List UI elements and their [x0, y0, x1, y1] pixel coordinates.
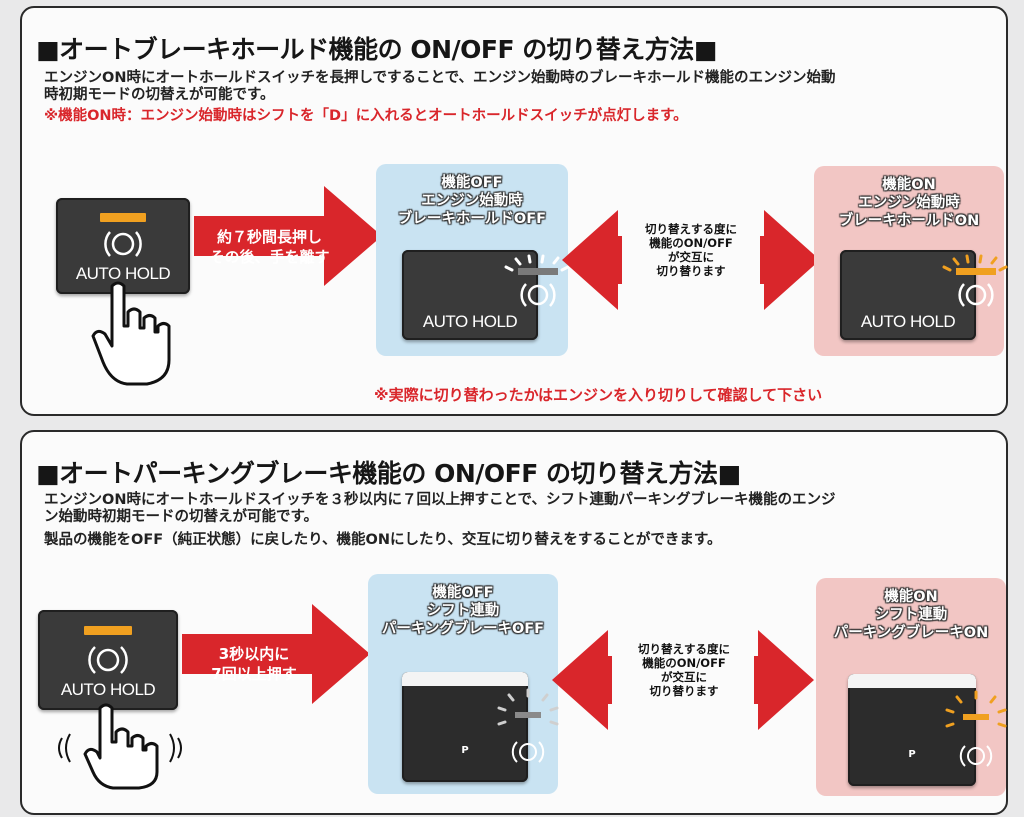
- toggle-line: 切り替えする度に: [645, 222, 737, 236]
- toggle-line: が交互に: [668, 250, 714, 264]
- toggle-line: が交互に: [661, 670, 707, 684]
- arrow-instruction: 3秒以内に 7回以上押す: [194, 644, 314, 684]
- state-line: 機能OFF: [441, 175, 503, 191]
- function-on-state: 機能ON エンジン始動時 ブレーキホールドON AUTO HOLD: [814, 166, 1008, 356]
- parking-symbol: P: [461, 745, 469, 756]
- toggle-line: 機能のON/OFF: [649, 236, 733, 250]
- pressing-hand-icon: [91, 281, 171, 386]
- state-line: シフト連動: [874, 607, 948, 623]
- function-on-state: 機能ON シフト連動 パーキングブレーキON P: [816, 578, 1007, 796]
- switch-top-trim: [848, 674, 976, 688]
- state-line: 機能ON: [884, 589, 938, 605]
- description-line: ン始動時初期モードの切替えが可能です。: [44, 509, 319, 525]
- state-line: パーキングブレーキON: [833, 625, 989, 641]
- toggle-line: 機能のON/OFF: [642, 656, 726, 670]
- auto-parking-brake-section: ■オートパーキングブレーキ機能の ON/OFF の切り替え方法■ エンジンON時…: [20, 430, 1008, 815]
- description-line: エンジンON時にオートホールドスイッチを長押しですることで、エンジン始動時のブレ…: [44, 70, 836, 86]
- auto-hold-switch-off: AUTO HOLD: [402, 250, 570, 340]
- section-title: ■オートブレーキホールド機能の ON/OFF の切り替え方法■: [36, 35, 717, 64]
- toggle-double-arrow: [552, 630, 814, 730]
- auto-brake-hold-section: ■オートブレーキホールド機能の ON/OFF の切り替え方法■ エンジンON時に…: [20, 6, 1008, 416]
- auto-hold-switch: AUTO HOLD: [38, 610, 178, 710]
- toggle-double-arrow: [562, 210, 820, 310]
- state-line: エンジン始動時: [421, 193, 523, 209]
- switch-label: AUTO HOLD: [422, 312, 518, 331]
- state-line: パーキングブレーキOFF: [381, 621, 545, 637]
- blinking-lamp-icon: [504, 254, 570, 307]
- switch-label: AUTO HOLD: [60, 680, 156, 699]
- lit-parking-icon: [945, 690, 1007, 767]
- description-line: 製品の機能をOFF（純正状態）に戻したり、機能ONにしたり、交互に切り替えをする…: [44, 532, 722, 548]
- multi-press-arrow: [182, 604, 370, 704]
- switch-label: AUTO HOLD: [860, 312, 956, 331]
- switch-top-trim: [402, 672, 528, 686]
- lit-lamp-icon: [942, 254, 1008, 307]
- note-text: ※機能ON時：エンジン始動時はシフトを「D」に入れるとオートホールドスイッチが点…: [44, 108, 688, 124]
- footnote: ※実際に切り替わったかはエンジンを入り切りして確認して下さい: [374, 386, 823, 404]
- indicator-lamp: [100, 213, 146, 222]
- section-title: ■オートパーキングブレーキ機能の ON/OFF の切り替え方法■: [36, 459, 741, 488]
- arrow-line: 3秒以内に: [218, 645, 290, 663]
- parking-symbol: P: [908, 749, 916, 760]
- toggle-line: 切り替ります: [649, 684, 719, 698]
- function-off-state: 機能OFF シフト連動 パーキングブレーキOFF P: [368, 574, 559, 794]
- indicator-lamp: [84, 626, 132, 635]
- state-line: ブレーキホールドOFF: [397, 211, 547, 227]
- arrow-line: 7回以上押す: [211, 665, 297, 683]
- state-line: シフト連動: [426, 603, 500, 619]
- state-label: 機能OFF シフト連動 パーキングブレーキOFF: [368, 584, 558, 638]
- function-off-state: 機能OFF エンジン始動時 ブレーキホールドOFF AUTO HOLD: [376, 164, 570, 356]
- description-line: 時初期モードの切替えが可能です。: [44, 87, 275, 103]
- state-line: 機能ON: [882, 177, 936, 193]
- state-line: ブレーキホールドON: [838, 213, 980, 229]
- state-line: 機能OFF: [432, 585, 494, 601]
- brake-hold-icon: [104, 231, 142, 257]
- parking-brake-switch-on: P: [848, 674, 1007, 786]
- blinking-parking-icon: [497, 688, 559, 763]
- arrow-line: 約７秒間長押し: [216, 228, 322, 246]
- brake-hold-icon: [88, 646, 128, 674]
- description-line: エンジンON時にオートホールドスイッチを３秒以内に７回以上押すことで、シフト連動…: [44, 492, 836, 508]
- parking-brake-switch-off: P: [402, 672, 559, 782]
- state-label: 機能ON シフト連動 パーキングブレーキON: [816, 588, 1006, 642]
- auto-hold-switch-on: AUTO HOLD: [840, 250, 1008, 340]
- arrow-instruction: 約７秒間長押し その後、手を離す: [202, 227, 337, 267]
- toggle-description: 切り替えする度に 機能のON/OFF が交互に 切り替ります: [614, 642, 754, 698]
- auto-hold-switch: AUTO HOLD: [56, 198, 190, 294]
- switch-label: AUTO HOLD: [75, 264, 171, 283]
- tapping-hand-icon: [58, 703, 182, 790]
- long-press-arrow: [194, 186, 382, 286]
- arrow-line: その後、手を離す: [209, 248, 330, 266]
- state-label: 機能ON エンジン始動時 ブレーキホールドON: [814, 176, 1004, 230]
- state-label: 機能OFF エンジン始動時 ブレーキホールドOFF: [376, 174, 568, 228]
- toggle-line: 切り替ります: [656, 264, 726, 278]
- toggle-line: 切り替えする度に: [638, 642, 730, 656]
- toggle-description: 切り替えする度に 機能のON/OFF が交互に 切り替ります: [622, 222, 760, 278]
- state-line: エンジン始動時: [858, 195, 960, 211]
